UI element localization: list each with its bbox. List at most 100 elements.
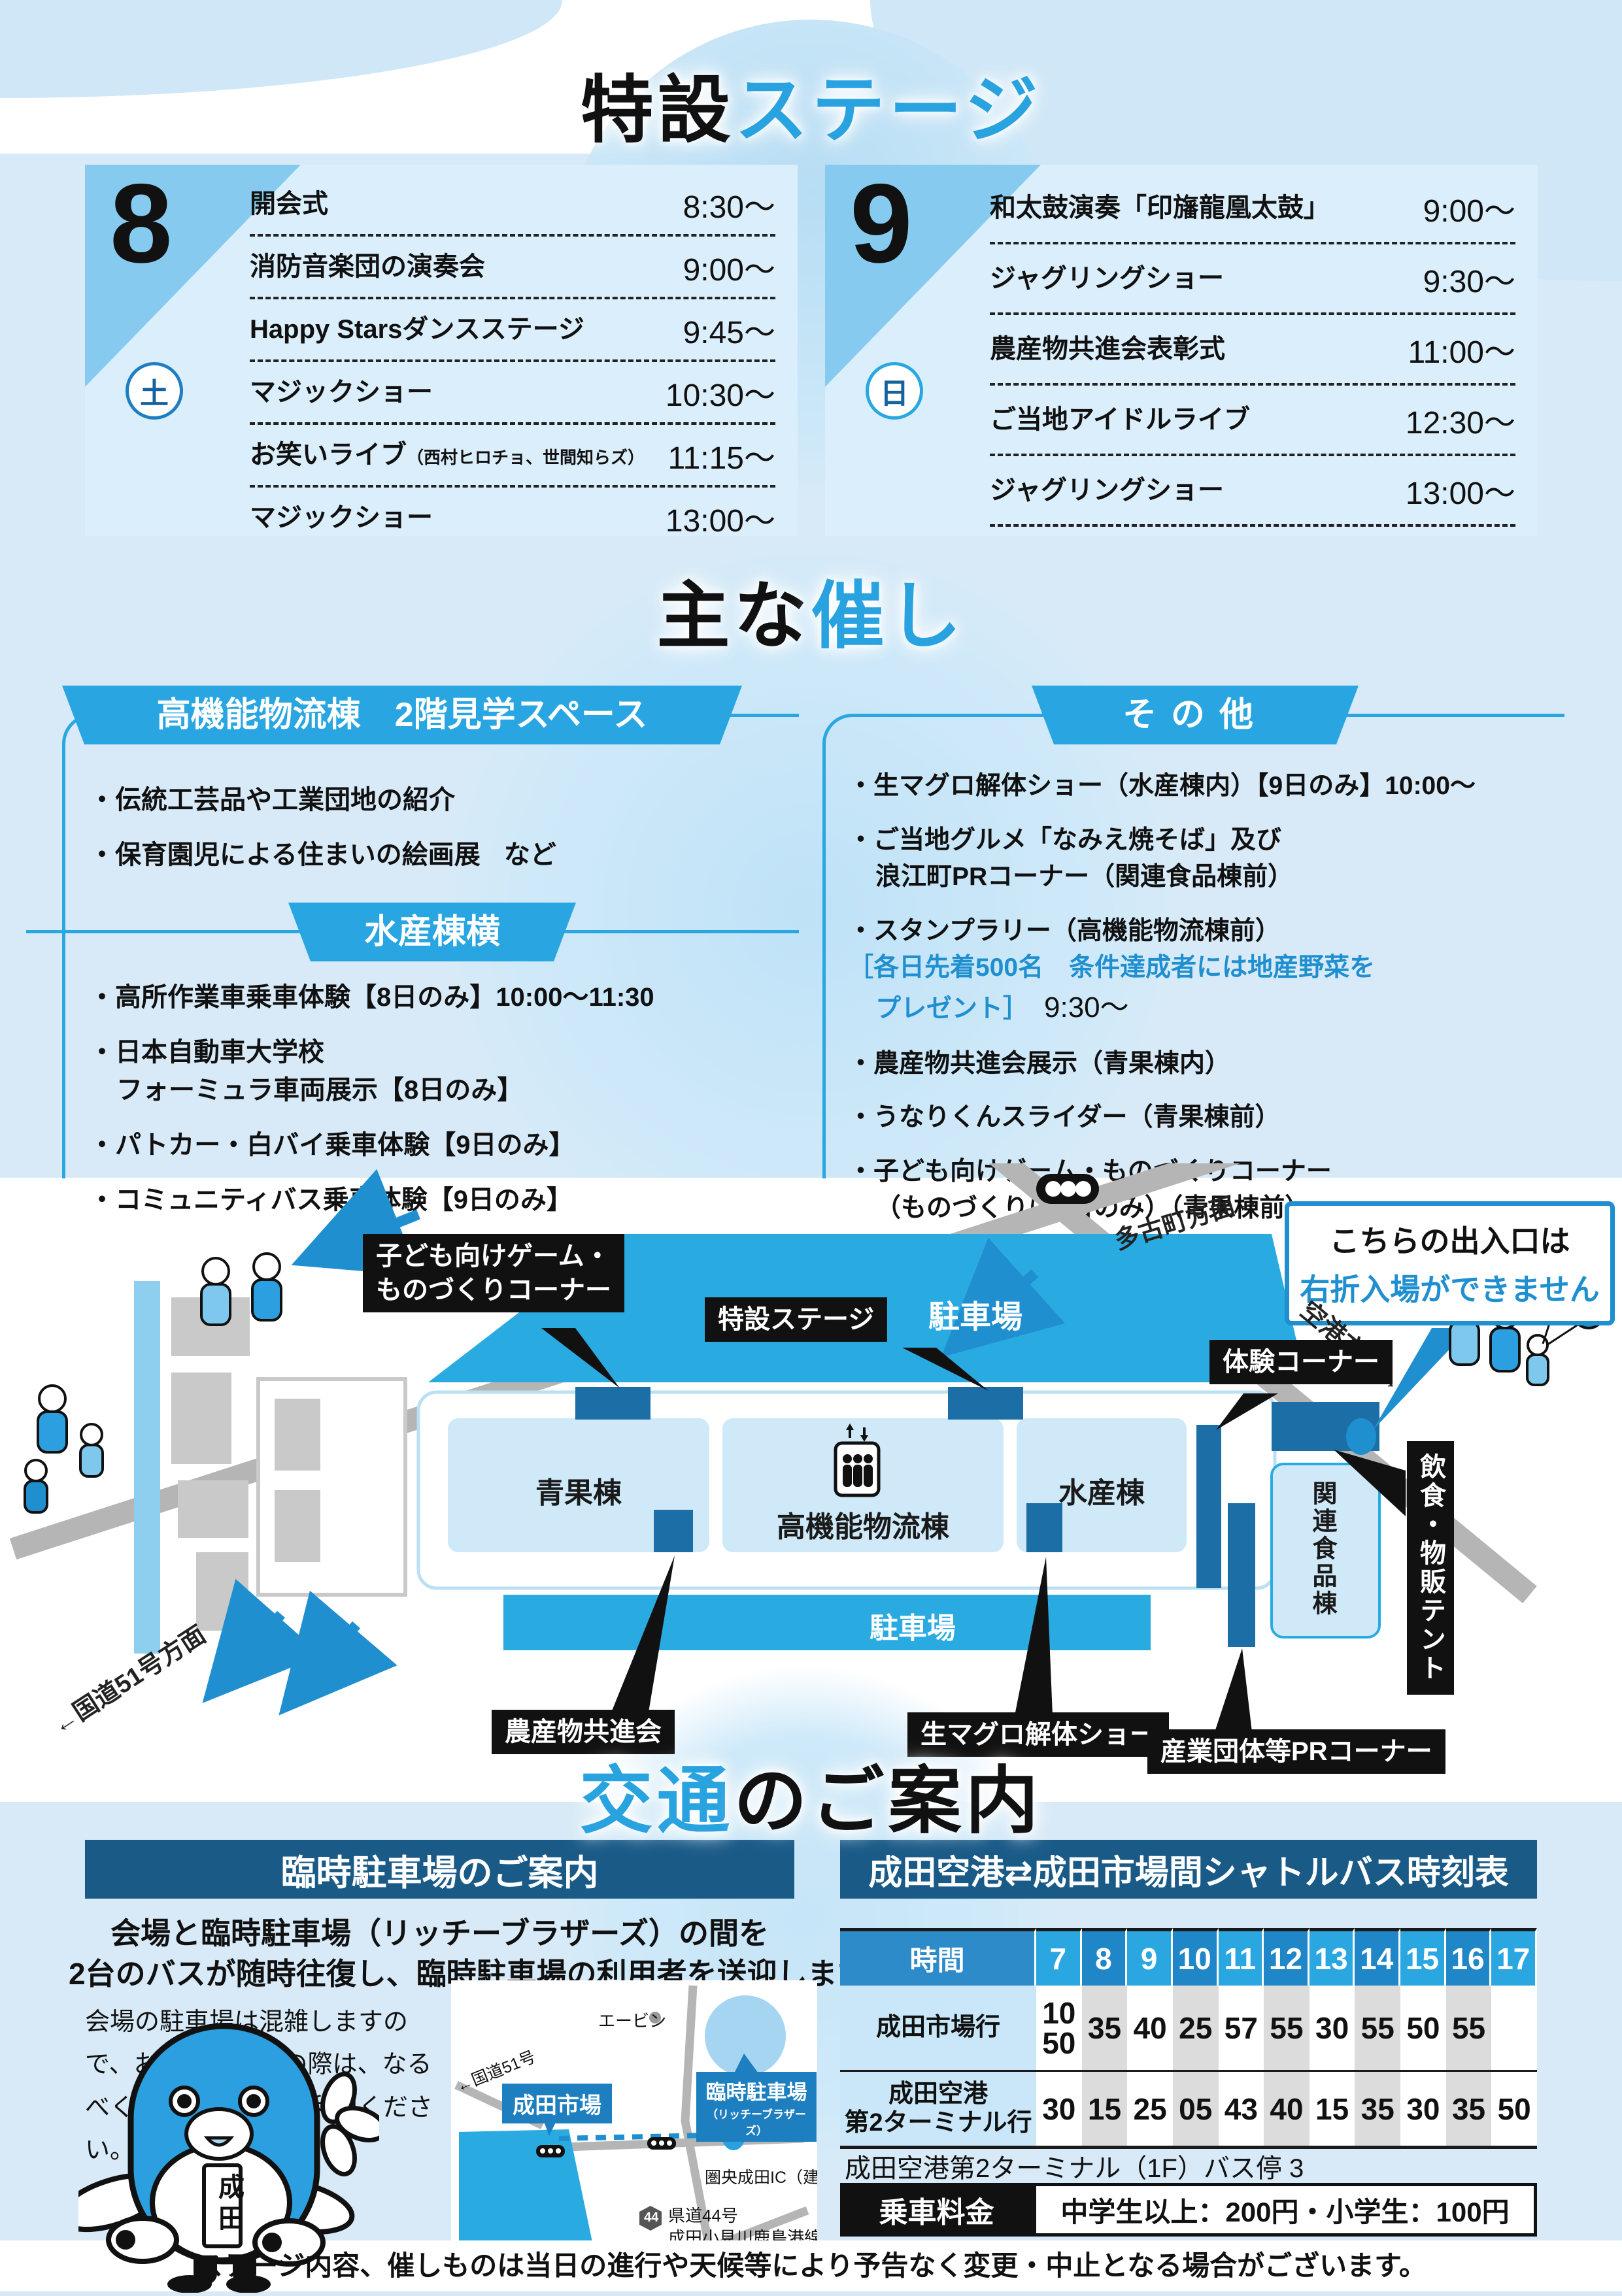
transport-title: 交通のご案内 — [0, 1742, 1622, 1848]
event-row: ジャグリングショー 13:00〜 — [990, 456, 1515, 527]
maguro-show-rect — [1026, 1503, 1062, 1552]
game-corner-rect — [575, 1387, 650, 1420]
title-black-part: 特設 — [580, 69, 735, 151]
day8-event-list: 開会式 8:30〜 消防音楽団の演奏会 9:00〜 Happy Starsダンス… — [250, 174, 775, 536]
temp-label-pointer — [732, 2054, 758, 2077]
kanren-building — [1270, 1463, 1381, 1639]
direction-arrow — [279, 1590, 397, 1716]
direction-arrow — [291, 1169, 420, 1276]
venue-map-graphic — [9, 1163, 1606, 1732]
event-time: 12:30〜 — [1405, 406, 1515, 441]
event-time: 9:45〜 — [683, 316, 775, 350]
event-time: 9:30〜 — [1423, 265, 1515, 299]
logistics-item: ・保育園児による住まいの絵画展など — [89, 840, 556, 869]
parking-label-top: 駐車場 — [928, 1300, 1023, 1335]
others-column: その他 ・生マグロ解体ショー（水産棟内）【9日のみ】10:00〜 ・ご当地グルメ… — [822, 714, 1564, 1222]
fishery-section: 水産棟横 — [26, 903, 799, 961]
fare-value: 中学生以上：200円・小学生：100円 — [1033, 2183, 1537, 2237]
title-blue-part: ステージ — [734, 69, 1042, 151]
event-name: ご当地アイドルライブ — [990, 405, 1250, 434]
direction-arrow — [941, 1237, 1066, 1357]
parking-area-bottom — [503, 1595, 1151, 1650]
others-item: ・スタンプラリー（高機能物流棟前） ［各日先着500名 条件達成者には地産野菜を… — [848, 916, 1376, 1023]
event-time: 9:00〜 — [683, 253, 775, 288]
timetable-cell: 35 — [1355, 2072, 1401, 2149]
day9-weekday-badge: 日 — [866, 362, 923, 420]
event-row: お笑いライブ（西村ヒロチョ、世間知らズ） 11:15〜 — [250, 425, 775, 488]
event-row: ジャグリングショー 9:30〜 — [990, 244, 1515, 315]
sangyo-label: 産業団体等PRコーナー — [1147, 1729, 1445, 1774]
col-header-hour: 15 — [1400, 1928, 1446, 1986]
route44-label: 県道44号 — [668, 2206, 738, 2225]
fare-row: 乗車料金 中学生以上：200円・小学生：100円 — [840, 2183, 1537, 2237]
event-row: 和太鼓演奏「印旛龍凰太鼓」 9:00〜 — [990, 174, 1515, 244]
label-pointer — [902, 1348, 988, 1391]
market-structure — [134, 1281, 160, 1654]
mini-road — [681, 1985, 714, 2250]
col-header-hour: 13 — [1309, 1928, 1355, 1986]
temp-parking-header: 臨時駐車場のご案内 — [85, 1840, 794, 1899]
event-name: Happy Starsダンスステージ — [250, 315, 584, 344]
event-row: うなりくん誕生日会＆ゲーム大会＆エンディング 13:30〜 — [990, 527, 1515, 536]
ic-label: 圏央成田IC（建設中） — [705, 2169, 817, 2187]
access-map-graphic — [454, 1985, 809, 2253]
koki-label: 高機能物流棟 — [777, 1511, 949, 1543]
callout-line2: 右折入場ができません — [1300, 1273, 1600, 1306]
taiken-label: 体験コーナー — [1209, 1340, 1393, 1384]
timetable-cell: 05 — [1172, 2072, 1219, 2149]
col-header-hour: 7 — [1036, 1928, 1082, 1986]
nosan-label: 農産物共進会 — [492, 1710, 675, 1754]
event-time: 8:30〜 — [683, 190, 775, 225]
stage-label: 特設ステージ — [705, 1297, 888, 1342]
nosan-rect — [654, 1510, 693, 1552]
main-events-title: 主な催し — [0, 557, 1622, 663]
event-row: 農産物共進会表彰式 11:00〜 — [990, 315, 1515, 386]
timetable-cell: 55 — [1445, 1986, 1492, 2072]
label-pointer — [1015, 1557, 1053, 1716]
others-item: ・生マグロ解体ショー（水産棟内）【9日のみ】10:00〜 — [848, 772, 1476, 800]
event-row: 開会式 8:30〜 — [250, 174, 775, 237]
day9-number: 9 — [850, 165, 913, 286]
event-time: 13:00〜 — [1405, 476, 1515, 511]
sangyo-pr-rect — [1228, 1503, 1255, 1647]
col-header-hour: 8 — [1081, 1928, 1128, 1986]
timetable-cell: 40 — [1127, 1986, 1173, 2072]
timetable-cell: 30 — [1400, 2072, 1446, 2149]
timetable-cell: 15 — [1081, 2072, 1128, 2149]
label-pointer — [1216, 1393, 1278, 1430]
label-pointer — [1215, 1648, 1252, 1732]
direction-arrow — [202, 1578, 322, 1703]
col-header-hour: 14 — [1355, 1928, 1401, 1986]
temp-parking-area — [705, 1995, 786, 2076]
event-time: 9:00〜 — [1423, 194, 1515, 229]
timetable-cell: 50 — [1491, 2072, 1537, 2149]
market-structure — [196, 1552, 248, 1631]
market-structure — [275, 1490, 320, 1562]
seika-label: 青果棟 — [535, 1477, 622, 1509]
event-time: 13:00〜 — [665, 504, 775, 536]
visitor-illustrations — [24, 1246, 1606, 1514]
timetable-cell: 30 — [1309, 1986, 1355, 2072]
col-header-hour: 11 — [1218, 1928, 1264, 1986]
seika-building — [448, 1418, 709, 1552]
stage-rect — [948, 1387, 1023, 1420]
aebin-dot — [649, 2012, 661, 2023]
event-name: マジックショー — [250, 378, 433, 407]
market-structure — [275, 1399, 320, 1471]
market-structure — [178, 1480, 248, 1538]
game-corner-label: 子ども向けゲーム・ものづくりコーナー — [363, 1234, 624, 1312]
title-blue-part: 催し — [811, 575, 966, 657]
access-mini-map: エービン 成田市場 臨時駐車場 （リッチーブラザーズ） 圏央成田IC（建設中） … — [451, 1980, 817, 2255]
event-name: 農産物共進会表彰式 — [990, 335, 1225, 363]
event-name: 開会式 — [250, 190, 328, 218]
fare-label: 乗車料金 — [840, 2183, 1033, 2237]
timetable-cell: 50 — [1400, 1986, 1446, 2072]
schedule-panel-day9: 9 日 和太鼓演奏「印旛龍凰太鼓」 9:00〜 ジャグリングショー 9:30〜 … — [825, 165, 1538, 536]
tent-label: 飲食・物販テント — [1407, 1441, 1454, 1695]
bus-stop-note: 成田空港第2ターミナル（1F）バス停 3 — [845, 2154, 1304, 2183]
title-black-part: 主な — [656, 575, 811, 657]
col-header-time: 時間 — [840, 1928, 1036, 1986]
others-header-ribbon: その他 — [1032, 686, 1359, 744]
event-row: マジックショー 10:30〜 — [250, 362, 775, 425]
